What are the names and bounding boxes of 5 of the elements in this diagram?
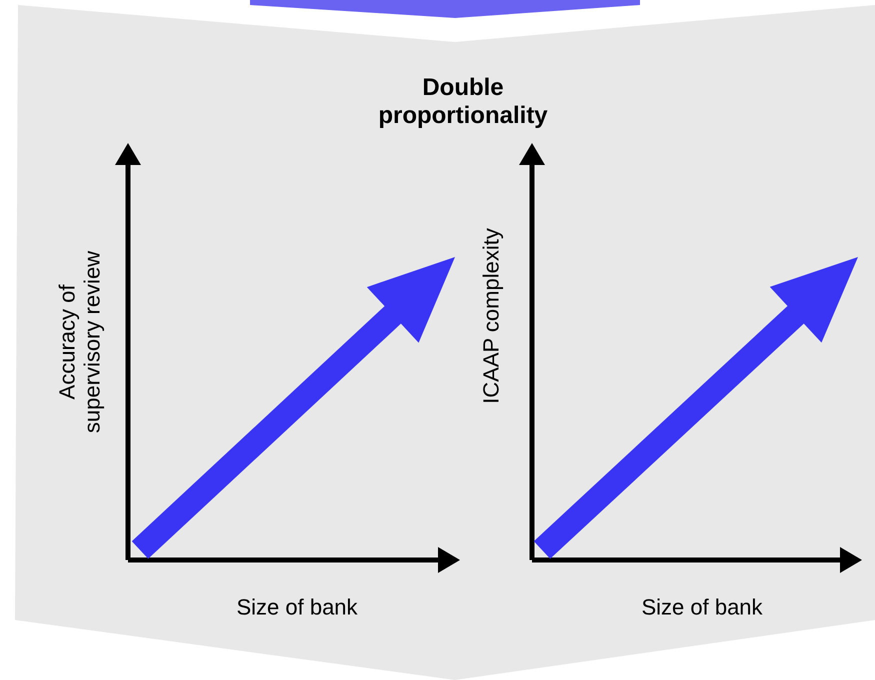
- axis-label: Accuracy of supervisory review: [54, 250, 106, 436]
- axis-label: Size of bank: [236, 594, 358, 620]
- diagram-title: Double proportionality: [377, 74, 549, 130]
- axis-label: Size of bank: [641, 594, 763, 620]
- axis-label: ICAAP complexity: [478, 228, 504, 404]
